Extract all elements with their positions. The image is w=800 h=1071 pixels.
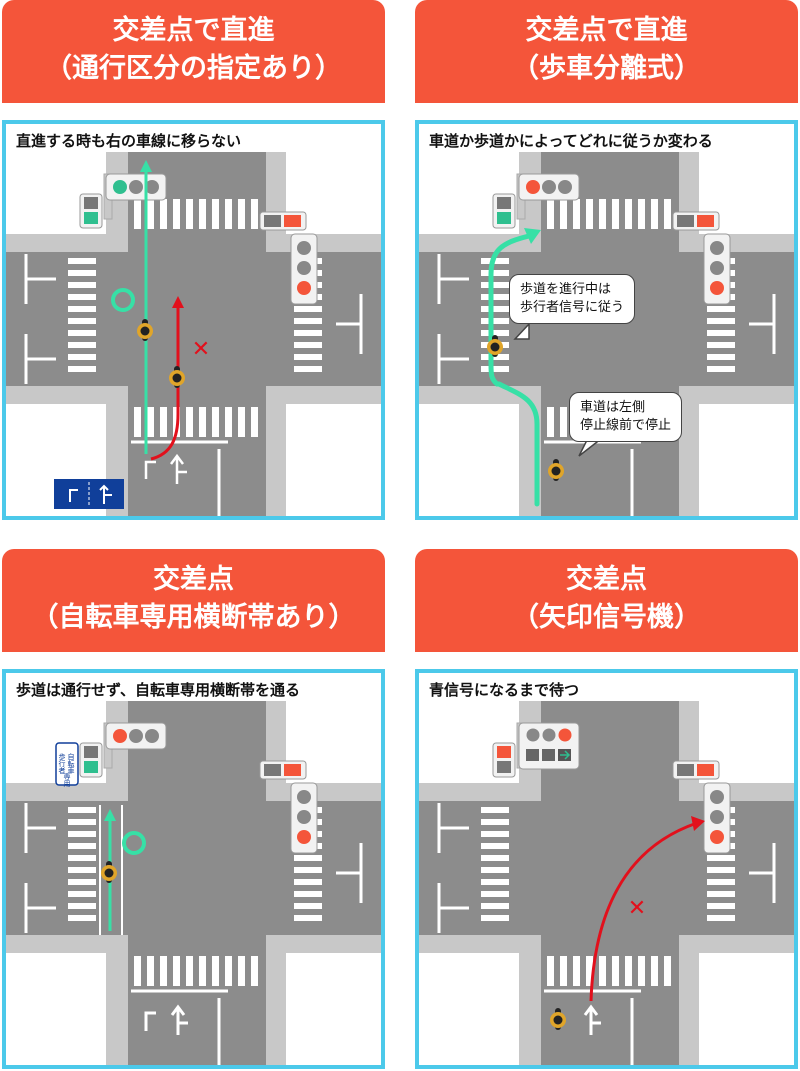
bicycle-2 (169, 366, 185, 388)
pedestrian-bicycle-only-sign: 歩行者 自転車 専用 (55, 742, 79, 788)
bicycle-road (548, 459, 564, 481)
vehicle-signal-top (516, 173, 580, 220)
pedestrian-signal-left (79, 742, 103, 778)
svg-text:自転車: 自転車 (67, 752, 75, 775)
vehicle-signal-right (290, 782, 318, 854)
bubble-2-line1: 車道は左側 (580, 400, 646, 415)
vehicle-signal-right (290, 233, 318, 305)
pedestrian-signal-right (259, 760, 307, 780)
vehicle-signal-top (103, 722, 167, 769)
panel-3-diagram: 歩道は通行せず、自転車専用横断帯を通る (2, 669, 385, 1069)
panel-3-header: 交差点 （自転車専用横断帯あり） (2, 549, 385, 652)
bicycle-crossing-band (99, 805, 123, 935)
panel-1-intersection: ○ ✕ (6, 124, 381, 516)
svg-text:専用: 専用 (63, 772, 71, 788)
panel-1-diagram: 直進する時も右の車線に移らない (2, 120, 385, 520)
panel-4-intersection: ✕ (419, 673, 794, 1065)
panel-4-header: 交差点 （矢印信号機） (415, 549, 798, 652)
panel-4-caption: 青信号になるまで待つ (429, 681, 580, 699)
bicycle-sidewalk (487, 335, 503, 357)
ok-mark (122, 831, 146, 855)
bicycle-1 (137, 319, 153, 341)
bicycle-waiting (550, 1008, 566, 1030)
panel-1-title-line1: 交差点で直進 (112, 15, 275, 46)
sidewalk-path-arrowhead (524, 228, 541, 244)
vehicle-signal-right (703, 782, 731, 854)
lane-arrows-road (144, 453, 187, 484)
pedestrian-signal-right (672, 760, 720, 780)
ng-mark: ✕ (192, 337, 210, 362)
panel-3-title-line2: （自転車専用横断帯あり） (31, 602, 356, 633)
panel-3-caption: 歩道は通行せず、自転車専用横断帯を通る (16, 681, 300, 699)
wrong-path-arrowhead (172, 296, 184, 308)
bubble-1-line1: 歩道を進行中は (520, 282, 612, 297)
arrow-signal-top (516, 722, 580, 770)
sidewalk-rule-bubble: 歩道を進行中は 歩行者信号に従う (509, 274, 636, 324)
ok-mark (111, 288, 135, 312)
pedestrian-signal-left (492, 193, 516, 229)
vehicle-signal-top (103, 173, 167, 220)
panel-1-caption: 直進する時も右の車線に移らない (16, 132, 242, 150)
panel-1-title-line2: （通行区分の指定あり） (45, 53, 342, 84)
panel-3-title-line1: 交差点 (153, 564, 234, 595)
pedestrian-signal-right (259, 211, 307, 231)
correct-path-arrowhead (140, 160, 152, 172)
panel-3-intersection: 歩行者 自転車 専用 (6, 673, 381, 1065)
panel-4-title-line1: 交差点 (566, 564, 647, 595)
road-rule-bubble: 車道は左側 停止線前で停止 (569, 392, 683, 442)
bicycle-on-band (101, 861, 117, 883)
panel-2-diagram: 車道か歩道かによってどれに従うか変わる (415, 120, 798, 520)
panel-2-title-line2: （歩車分離式） (512, 53, 701, 84)
pedestrian-signal-right (672, 211, 720, 231)
bubble-1-tail (513, 322, 530, 340)
panel-4-diagram: 青信号になるまで待つ (415, 669, 798, 1069)
panel-2-caption: 車道か歩道かによってどれに従うか変わる (429, 132, 713, 150)
panel-1-header: 交差点で直進 （通行区分の指定あり） (2, 0, 385, 103)
wrong-turn-arrowhead (691, 816, 705, 831)
panel-4-title-line2: （矢印信号機） (512, 602, 701, 633)
panel-2-title-line1: 交差点で直進 (525, 15, 688, 46)
pedestrian-signal-left (492, 742, 516, 778)
lane-direction-sign (54, 479, 124, 509)
panel-2-header: 交差点で直進 （歩車分離式） (415, 0, 798, 103)
pedestrian-signal-left (79, 193, 103, 229)
sidewalk-path (488, 233, 540, 507)
crosswalk-top (134, 199, 258, 229)
crosswalk-left (68, 258, 96, 372)
wrong-path (150, 304, 180, 461)
svg-text:歩行者: 歩行者 (58, 752, 66, 775)
vehicle-signal-right (703, 233, 731, 305)
bicycle-band-arrowhead (104, 809, 116, 821)
panel-2-intersection (419, 124, 794, 516)
bubble-1-line2: 歩行者信号に従う (520, 300, 625, 315)
bubble-2-line2: 停止線前で停止 (580, 418, 672, 433)
ng-mark: ✕ (628, 896, 646, 921)
wrong-turn-path (589, 821, 698, 1002)
